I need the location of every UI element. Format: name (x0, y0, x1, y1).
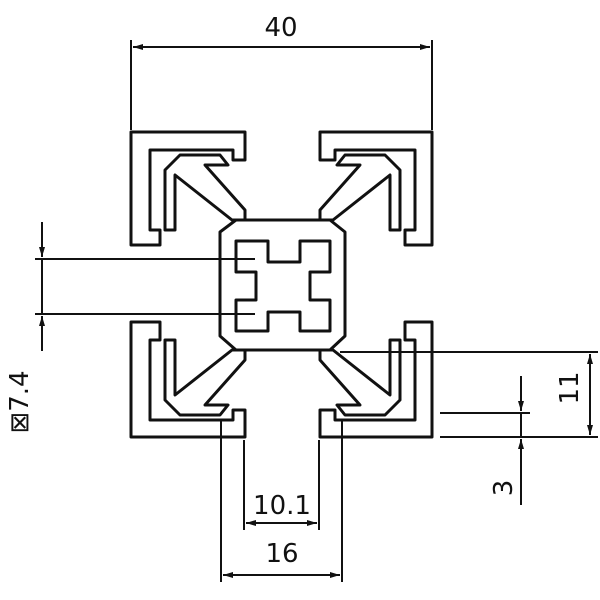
dim-label-11: 11 (555, 371, 585, 404)
dim-label-40: 40 (264, 13, 297, 43)
profile-web-bottom-right (318, 338, 402, 417)
dimension-lines (35, 40, 598, 582)
profile-center-bore (234, 239, 332, 333)
profile-web-top-left (163, 153, 247, 232)
profile-web-bottom-left (163, 338, 247, 417)
dim-label-16: 16 (265, 539, 298, 569)
profile-web-top-right (318, 153, 402, 232)
dim-label-10-1: 10.1 (253, 491, 311, 521)
profile-outer-contour (129, 130, 434, 439)
aluminum-profile (129, 130, 434, 439)
dim-label-3: 3 (489, 480, 519, 497)
dim-label-7-4: ⊠7.4 (5, 370, 35, 433)
